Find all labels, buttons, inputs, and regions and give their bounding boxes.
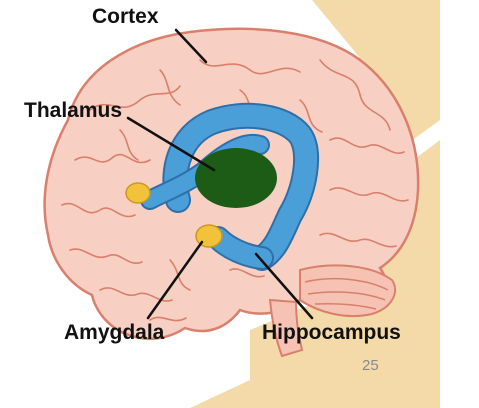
page-number: 25 bbox=[362, 358, 379, 373]
label-thalamus: Thalamus bbox=[24, 100, 122, 121]
label-cortex: Cortex bbox=[92, 6, 159, 27]
cerebellum bbox=[300, 265, 395, 316]
label-hippocampus: Hippocampus bbox=[262, 322, 401, 343]
thalamus bbox=[195, 148, 277, 208]
amygdala-left bbox=[126, 183, 150, 203]
label-amygdala: Amygdala bbox=[64, 322, 164, 343]
watermark-shape bbox=[190, 380, 250, 408]
